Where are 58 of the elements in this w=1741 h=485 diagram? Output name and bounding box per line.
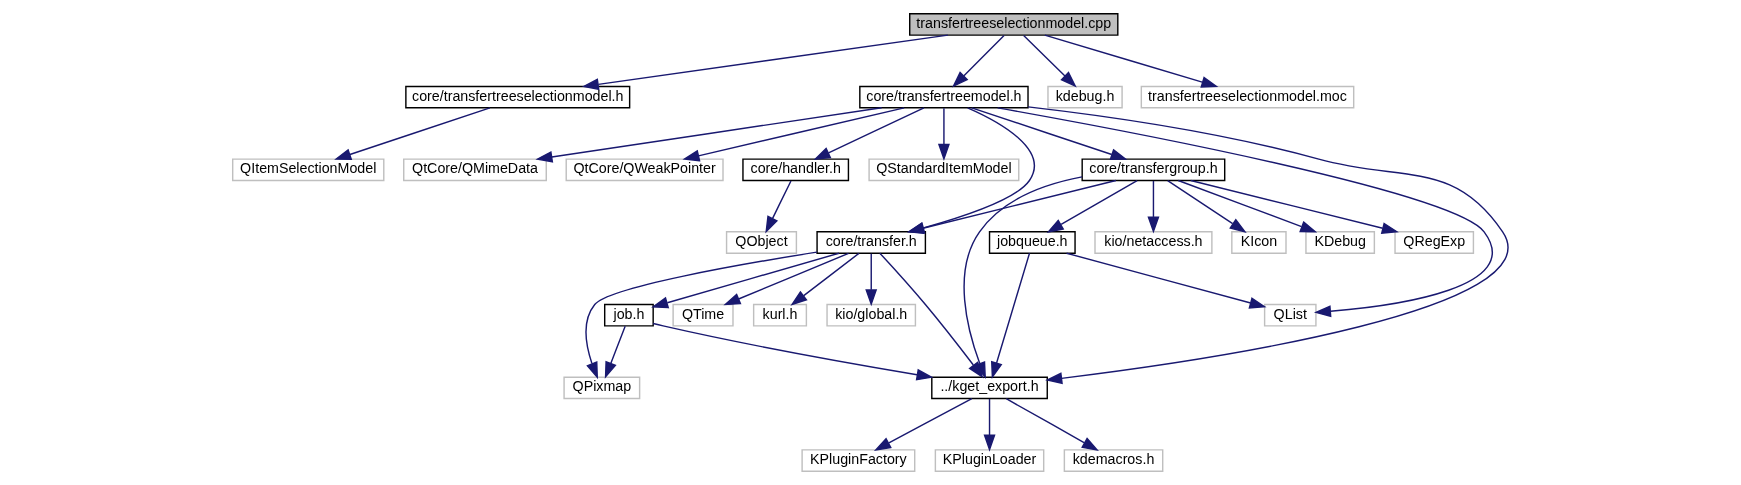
- node-box: jobqueue.h: [988, 231, 1076, 254]
- arrow: [990, 252, 1031, 379]
- node-box: KPluginFactory: [801, 449, 916, 472]
- arrow: [1177, 179, 1318, 233]
- arrow: [682, 107, 905, 162]
- arrow: [937, 107, 950, 161]
- arrow: [983, 398, 996, 452]
- node-box: core/handler.h: [742, 158, 850, 182]
- arrow: [873, 398, 973, 451]
- arrow: [1065, 252, 1267, 309]
- node-box: core/transfer.h: [816, 231, 927, 254]
- arrow: [581, 34, 949, 91]
- node-box: ../kget_export.h: [931, 376, 1048, 400]
- arrow: [1147, 180, 1160, 234]
- arrow: [1044, 34, 1219, 88]
- arrow: [865, 252, 878, 307]
- node-box: KDebug: [1305, 231, 1376, 254]
- arrow: [1190, 179, 1399, 234]
- node-box: QStandardItemModel: [868, 158, 1020, 182]
- arrow: [652, 322, 934, 381]
- node-box: QTime: [672, 303, 734, 327]
- arrow: [1046, 179, 1138, 233]
- node-box: KIcon: [1231, 231, 1287, 254]
- node-box: core/transfertreeselectionmodel.h: [405, 85, 631, 109]
- node-box: job.h: [604, 303, 654, 327]
- arrow: [723, 252, 850, 306]
- arrow: [651, 252, 840, 309]
- arrow: [996, 107, 1493, 318]
- node-box: QtCore/QWeakPointer: [565, 158, 724, 182]
- node-box: kio/global.h: [826, 303, 917, 327]
- node-box: kio/netaccess.h: [1094, 231, 1213, 254]
- arrow: [334, 107, 491, 160]
- node-box: QList: [1263, 303, 1317, 327]
- node-box: QItemSelectionModel: [232, 158, 385, 182]
- arrow: [1166, 179, 1247, 233]
- node-box: QtCore/QMimeData: [403, 158, 547, 182]
- node-box: core/transfertreemodel.h: [859, 85, 1029, 109]
- node-box: transfertreeselectionmodel.moc: [1140, 85, 1355, 109]
- node-box: transfertreeselectionmodel.cpp: [909, 13, 1119, 36]
- arrow: [1027, 106, 1509, 385]
- arrow: [535, 107, 883, 163]
- arrow: [604, 325, 626, 379]
- node-box: kdemacros.h: [1063, 449, 1164, 472]
- node-box: KPluginLoader: [934, 449, 1045, 472]
- node-box: kurl.h: [752, 303, 808, 327]
- node-box: kdebug.h: [1047, 85, 1123, 109]
- arrow: [1005, 398, 1099, 451]
- arrow: [813, 107, 925, 161]
- node-box: QRegExp: [1394, 231, 1475, 254]
- arrow: [971, 107, 1128, 160]
- node-box: QPixmap: [563, 376, 641, 400]
- arrow: [952, 34, 1005, 88]
- arrow: [585, 251, 818, 380]
- node-box: QObject: [725, 231, 798, 254]
- node-box: core/transfergroup.h: [1081, 158, 1226, 182]
- arrow: [765, 180, 792, 234]
- arrow: [1022, 34, 1077, 88]
- arrow: [790, 252, 860, 306]
